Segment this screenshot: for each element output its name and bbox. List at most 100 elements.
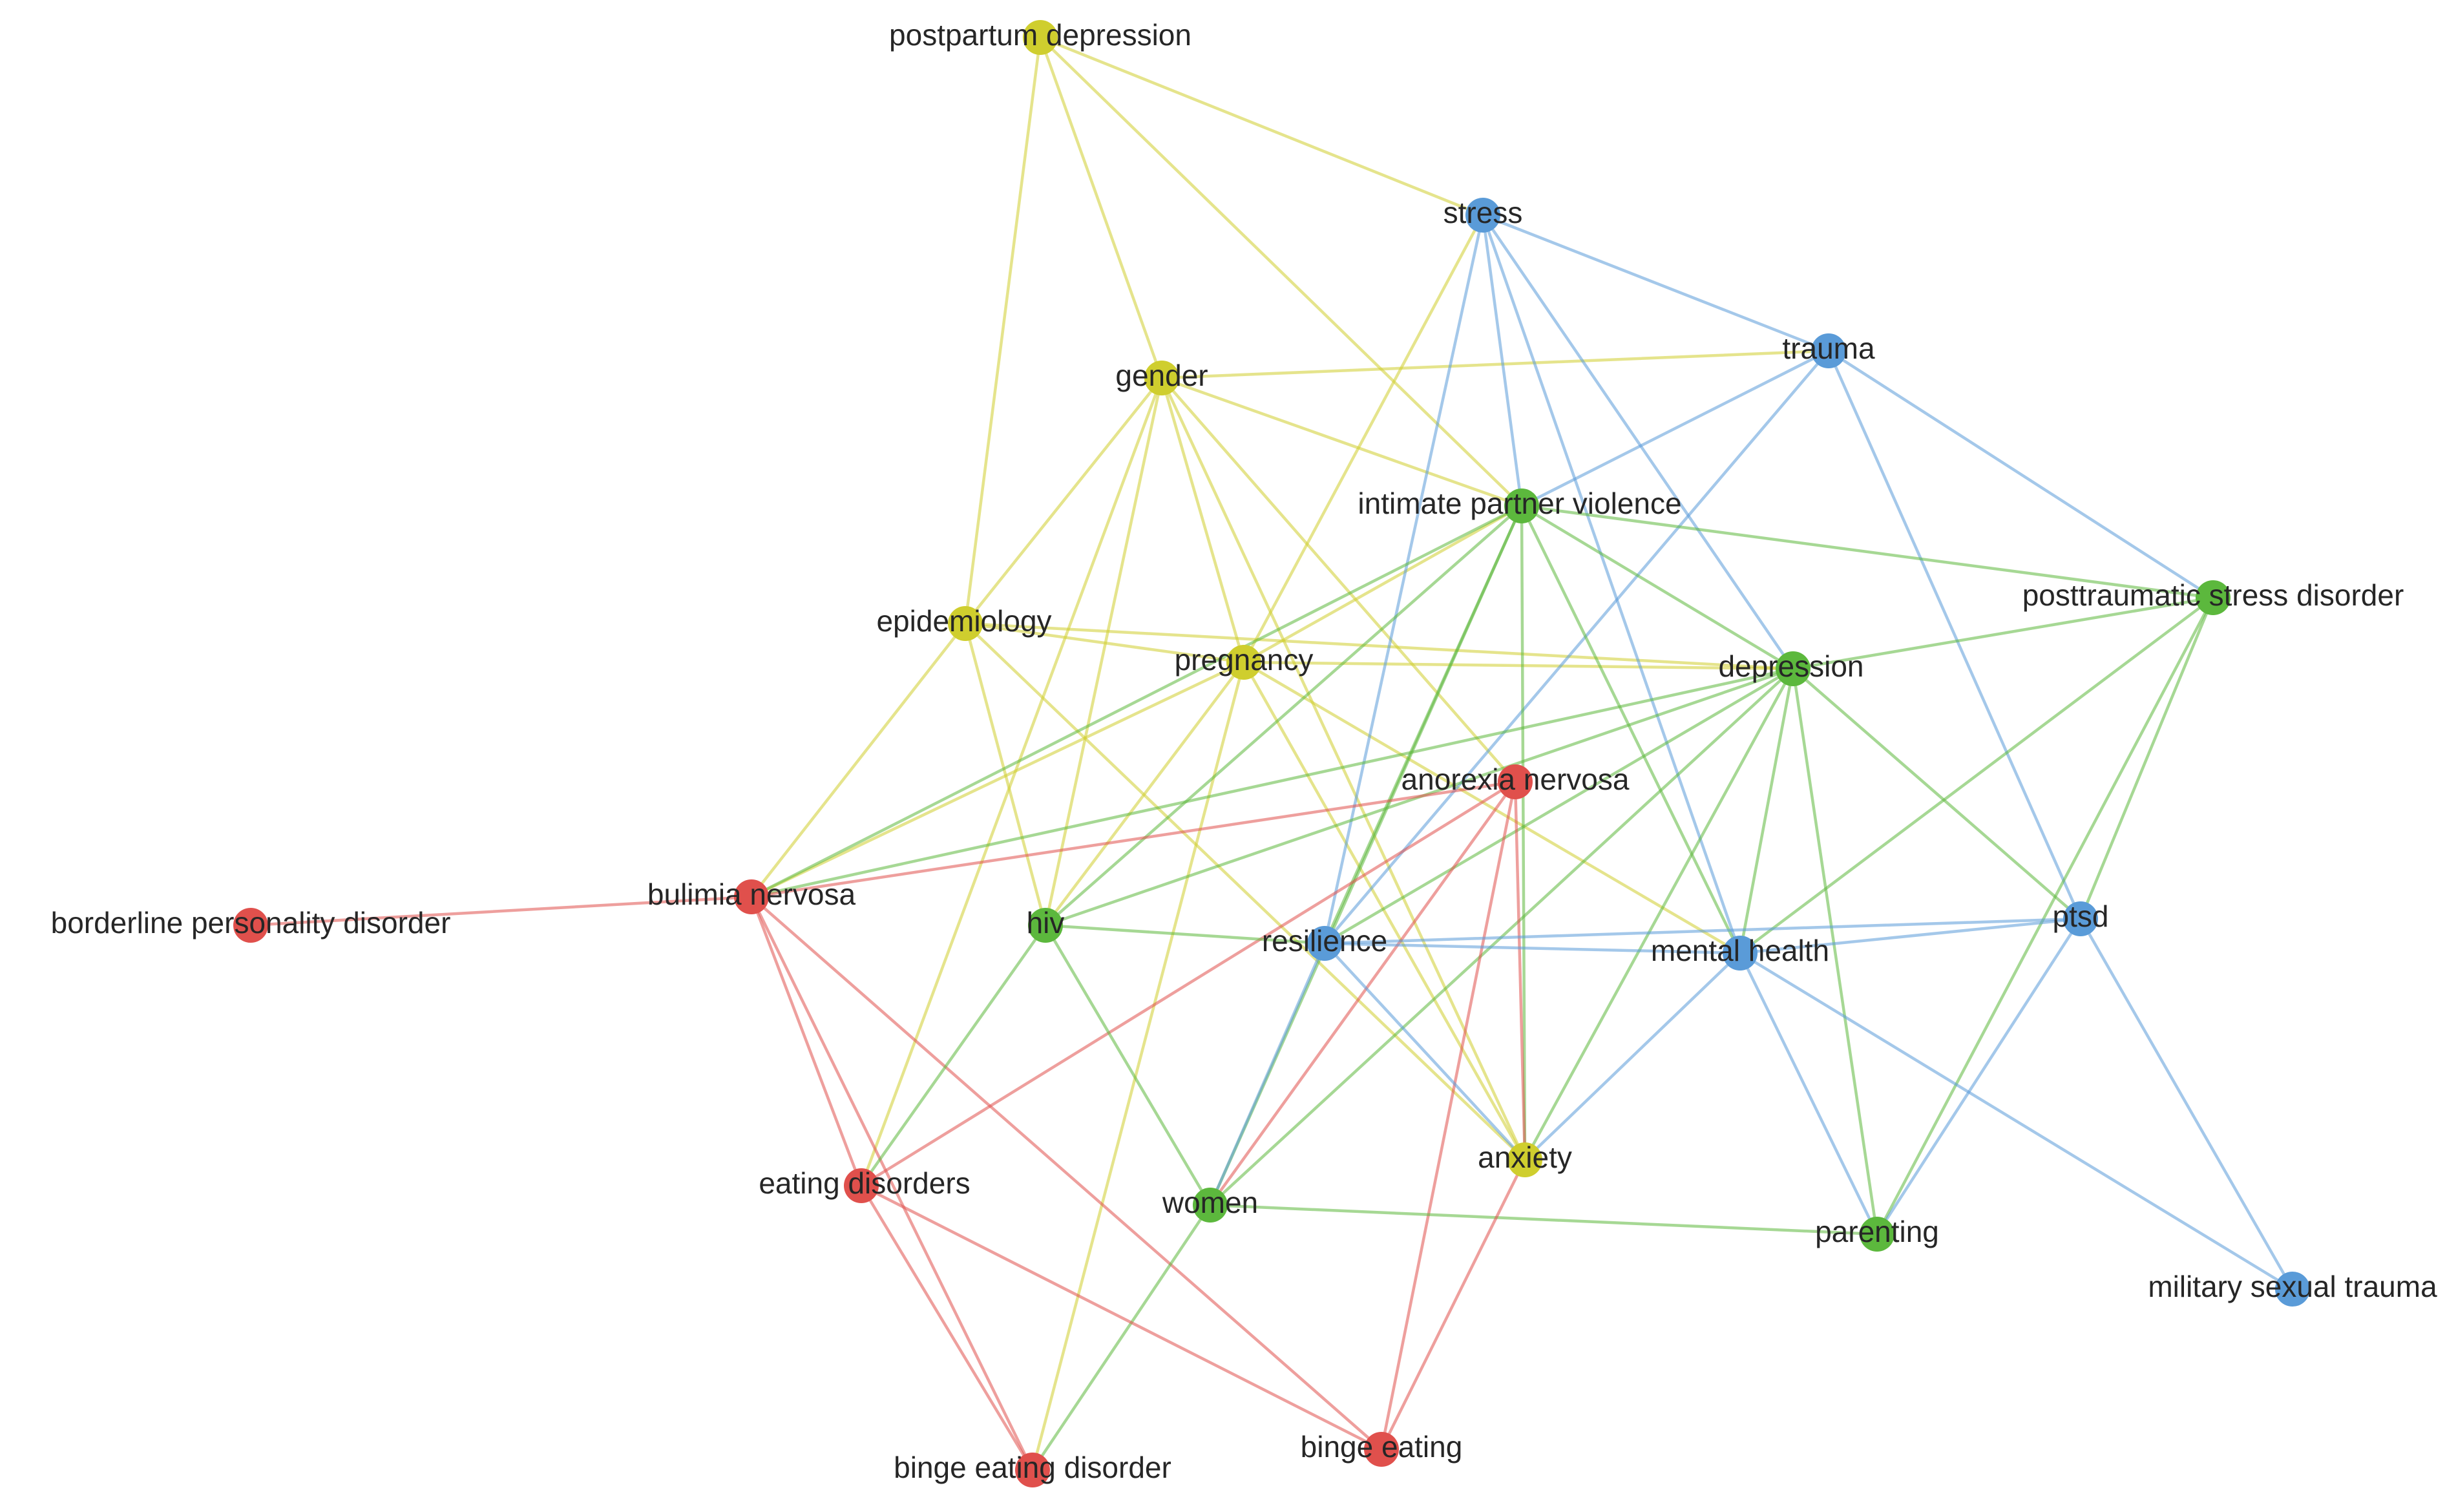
edge-trauma--posttraumatic-stress-disorder [1827,349,2215,600]
node-label-women: women [1162,1186,1258,1219]
node-label-binge-eating: binge eating [1301,1430,1463,1464]
edge-mental-health--military-sexual-trauma [1738,951,2294,1291]
edge-stress--intimate-partner-violence [1481,213,1524,508]
edge-hiv--resilience [1044,923,1327,945]
edge-binge-eating--anxiety [1380,1158,1527,1451]
edge-intimate-partner-violence--bulimia-nervosa [750,504,1524,899]
node-label-posttraumatic-stress-disorder: posttraumatic stress disorder [2022,578,2404,612]
edge-depression--parenting [1791,667,1879,1236]
edge-depression--anxiety [1523,667,1795,1162]
edge-depression--bulimia-nervosa [750,667,1795,899]
edge-resilience--mental-health [1323,941,1742,955]
edge-mental-health--anxiety [1523,951,1742,1162]
edge-pregnancy--hiv [1044,660,1246,927]
edge-epidemiology--pregnancy [963,622,1246,664]
node-resilience[interactable] [1307,926,1342,961]
node-label-borderline-personality-disorder: borderline personality disorder [51,906,451,940]
node-label-resilience: resilience [1262,924,1387,958]
edge-intimate-partner-violence--posttraumatic-stress-disorder [1520,504,2215,600]
edge-layer [249,36,2294,1472]
edge-intimate-partner-violence--depression [1520,504,1795,671]
edge-postpartum-depression--epidemiology [963,36,1042,625]
node-label-binge-eating-disorder: binge eating disorder [894,1451,1171,1484]
edge-postpartum-depression--intimate-partner-violence [1038,36,1524,508]
edge-eating-disorders--binge-eating [859,1184,1383,1451]
node-label-stress: stress [1443,196,1523,229]
node-ptsd[interactable] [2063,901,2098,936]
node-anxiety[interactable] [1507,1142,1542,1177]
edge-gender--intimate-partner-violence [1160,376,1524,508]
node-posttraumatic-stress-disorder[interactable] [2196,580,2230,615]
edge-trauma--intimate-partner-violence [1520,349,1831,508]
edge-stress--mental-health [1481,213,1742,955]
edge-postpartum-depression--gender [1038,36,1164,380]
node-anorexia-nervosa[interactable] [1498,764,1533,799]
edge-gender--hiv [1044,376,1164,927]
edge-postpartum-depression--stress [1038,36,1485,217]
node-intimate-partner-violence[interactable] [1504,488,1539,523]
node-trauma[interactable] [1811,333,1846,368]
node-label-postpartum-depression: postpartum depression [889,18,1191,52]
edge-epidemiology--bulimia-nervosa [750,622,967,899]
node-label-anxiety: anxiety [1478,1140,1572,1174]
node-binge-eating-disorder[interactable] [1015,1453,1050,1487]
edge-hiv--women [1044,923,1212,1207]
edge-gender--pregnancy [1160,376,1246,664]
node-women[interactable] [1193,1188,1228,1223]
edge-mental-health--parenting [1738,951,1879,1236]
node-hiv[interactable] [1028,908,1063,943]
edge-ptsd--military-sexual-trauma [2079,917,2294,1291]
node-bulimia-nervosa[interactable] [734,879,769,914]
node-military-sexual-trauma[interactable] [2275,1272,2310,1307]
edge-gender--epidemiology [963,376,1164,625]
edge-bulimia-nervosa--borderline-personality-disorder [249,895,753,927]
node-label-mental-health: mental health [1651,934,1829,967]
node-binge-eating[interactable] [1364,1432,1399,1467]
edge-anorexia-nervosa--anxiety [1513,780,1527,1162]
node-stress[interactable] [1465,198,1500,233]
edge-resilience--women [1208,941,1327,1207]
node-eating-disorders[interactable] [844,1168,879,1203]
node-label-military-sexual-trauma: military sexual trauma [2148,1270,2437,1303]
edge-gender--anorexia-nervosa [1160,376,1517,784]
node-label-pregnancy: pregnancy [1175,643,1314,677]
edge-depression--resilience [1323,667,1795,945]
edge-epidemiology--depression [963,622,1795,671]
node-epidemiology[interactable] [948,606,983,641]
node-label-eating-disorders: eating disorders [759,1166,970,1200]
edge-hiv--eating-disorders [859,923,1047,1188]
edge-women--binge-eating-disorder [1031,1203,1212,1472]
edge-pregnancy--mental-health [1242,660,1742,955]
node-gender[interactable] [1144,361,1179,395]
node-label-gender: gender [1115,359,1208,392]
edge-intimate-partner-violence--mental-health [1520,504,1742,955]
node-postpartum-depression[interactable] [1023,20,1058,55]
node-label-bulimia-nervosa: bulimia nervosa [647,877,856,911]
edge-trauma--ptsd [1827,349,2083,921]
edge-epidemiology--anxiety [963,622,1527,1162]
edge-mental-health--ptsd [1738,917,2083,955]
edge-gender--eating-disorders [859,376,1164,1188]
edge-depression--mental-health [1738,667,1795,955]
edge-depression--ptsd [1791,667,2083,921]
node-borderline-personality-disorder[interactable] [233,908,268,943]
edge-eating-disorders--binge-eating-disorder [859,1184,1034,1472]
edge-intimate-partner-violence--anxiety [1520,504,1527,1162]
node-label-trauma: trauma [1782,331,1875,365]
node-pregnancy[interactable] [1226,645,1261,680]
edge-posttraumatic-stress-disorder--parenting [1875,596,2215,1236]
edge-ptsd--parenting [1875,917,2083,1236]
edge-intimate-partner-violence--resilience [1323,504,1524,945]
node-parenting[interactable] [1860,1217,1894,1252]
edge-pregnancy--depression [1242,660,1795,671]
node-mental-health[interactable] [1723,936,1758,971]
edge-pregnancy--binge-eating-disorder [1031,660,1246,1472]
edge-gender--trauma [1160,349,1831,380]
node-depression[interactable] [1776,651,1811,686]
edge-posttraumatic-stress-disorder--depression [1791,596,2215,671]
edge-stress--resilience [1323,213,1485,945]
edge-intimate-partner-violence--hiv [1044,504,1524,927]
edge-anorexia-nervosa--women [1208,780,1517,1207]
edge-bulimia-nervosa--binge-eating [750,895,1383,1451]
